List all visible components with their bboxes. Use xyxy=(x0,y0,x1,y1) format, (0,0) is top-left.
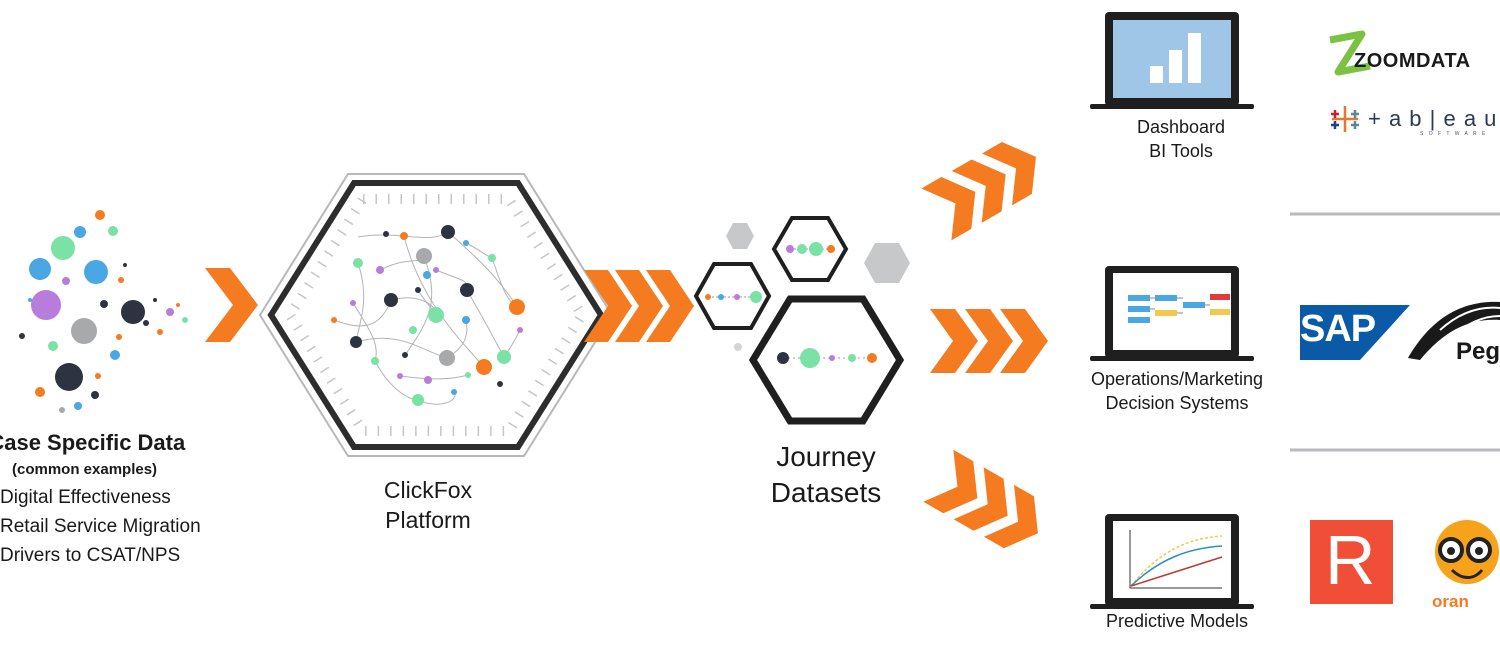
output-label-line1: Operations/Marketing xyxy=(1090,369,1264,389)
output-label-line1: Dashboard xyxy=(1136,117,1226,137)
journey-label: Journey Datasets xyxy=(771,439,882,511)
journey-path-2 xyxy=(705,291,762,303)
data-cloud xyxy=(19,210,188,413)
source-item: Digital Effectiveness xyxy=(0,487,171,508)
journey-label-line1: Journey xyxy=(776,441,876,472)
predictive-laptop-icon xyxy=(1090,514,1254,609)
journey-path-3 xyxy=(777,348,877,368)
pega-logo xyxy=(1408,301,1500,360)
sap-logo-text: SAP xyxy=(1300,308,1376,350)
orange-logo xyxy=(1435,520,1499,584)
output-label-line1: Predictive Models xyxy=(1105,611,1249,631)
flow-chevrons-down xyxy=(923,449,1038,549)
tableau-logo-mark xyxy=(1331,106,1359,132)
zoomdata-logo xyxy=(1329,30,1371,76)
pega-logo-text: Peg xyxy=(1456,338,1500,365)
source-item: Drivers to CSAT/NPS xyxy=(0,545,181,566)
platform-label-line2: Platform xyxy=(385,507,471,533)
platform-hexagon xyxy=(258,173,614,457)
flow-chevrons-mid xyxy=(930,309,1048,373)
platform-label: ClickFox Platform xyxy=(384,475,472,535)
journey-hexagons xyxy=(693,216,910,425)
source-title: e Case Specific Data xyxy=(0,430,186,455)
tableau-logo-text: + a b | e a u xyxy=(1368,106,1498,131)
journey-label-line2: Datasets xyxy=(770,477,882,508)
zoomdata-logo-text: ZOOMDATA xyxy=(1354,50,1471,72)
flow-chevrons-up xyxy=(921,141,1036,241)
output-predictive-label: Predictive Models xyxy=(1106,609,1248,633)
r-logo xyxy=(1310,520,1393,604)
source-subtitle: (common examples) xyxy=(12,461,158,478)
sap-logo xyxy=(1300,305,1410,360)
flow-chevrons-2 xyxy=(584,270,694,342)
dashboard-laptop-icon xyxy=(1090,12,1254,109)
output-label-line2: Decision Systems xyxy=(1105,393,1249,413)
journey-path-1 xyxy=(786,242,835,256)
flow-chevron-1 xyxy=(205,268,258,342)
output-label-line2: BI Tools xyxy=(1149,141,1213,161)
r-logo-text: R xyxy=(1325,521,1376,599)
tableau-logo-subtext: S O F T W A R E xyxy=(1420,131,1488,137)
output-dashboard-label: Dashboard BI Tools xyxy=(1137,115,1225,163)
orange-logo-text: oran xyxy=(1432,592,1469,611)
network-nodes xyxy=(331,225,525,406)
platform-label-line1: ClickFox xyxy=(383,477,473,503)
output-decision-label: Operations/Marketing Decision Systems xyxy=(1091,367,1263,415)
decision-laptop-icon xyxy=(1090,266,1254,361)
source-item: Retail Service Migration xyxy=(0,516,201,537)
